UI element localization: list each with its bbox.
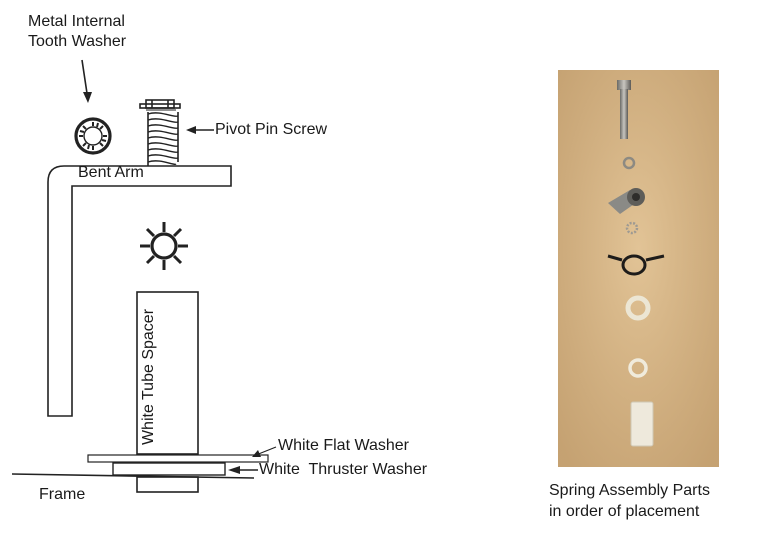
white-tube-spacer-shape (136, 291, 199, 455)
photo-arm-piece (608, 188, 645, 214)
label-pivot-pin-screw: Pivot Pin Screw (215, 121, 328, 138)
pivot-screw-pointer-arrow (186, 126, 214, 134)
label-bent-arm: Bent Arm (78, 164, 144, 181)
photo-tooth-washer-middle (625, 221, 639, 235)
photo-tube-spacer (631, 402, 653, 446)
label-line: Tooth Washer (28, 33, 127, 50)
white-flat-washer-shape (87, 454, 269, 463)
caption-line: Spring Assembly Parts (549, 482, 710, 499)
label-white-tube-spacer: White Tube Spacer (140, 308, 157, 446)
label-white-flat-washer: White Flat Washer (278, 437, 409, 454)
white-thruster-washer-shape (112, 462, 226, 476)
bent-arm-shape (47, 165, 232, 417)
photo-caption: Spring Assembly Parts in order of placem… (549, 480, 710, 522)
washer-pointer-arrow (81, 59, 92, 103)
tooth-washer-side-icon (140, 222, 188, 270)
photo-thruster-washer (628, 358, 648, 378)
photo-tooth-washer-top (622, 156, 636, 170)
spring-assembly-photo (558, 70, 719, 467)
flat-washer-pointer-arrow (252, 446, 277, 457)
frame-line (11, 473, 255, 479)
metal-tooth-washer-icon (74, 117, 112, 155)
pivot-pin-screw-icon (139, 99, 181, 166)
thruster-washer-pointer-arrow (228, 466, 258, 474)
pin-bottom-shape (136, 476, 199, 493)
photo-bolt (617, 80, 631, 139)
label-white-thruster-washer: White Thruster Washer (259, 461, 428, 478)
caption-line: in order of placement (549, 503, 700, 520)
photo-flat-washer (625, 295, 651, 321)
photo-spring (607, 254, 665, 276)
label-metal-internal-tooth-washer: Metal Internal Tooth Washer (28, 12, 126, 52)
label-frame: Frame (39, 486, 86, 503)
label-line: Metal Internal (28, 13, 125, 30)
